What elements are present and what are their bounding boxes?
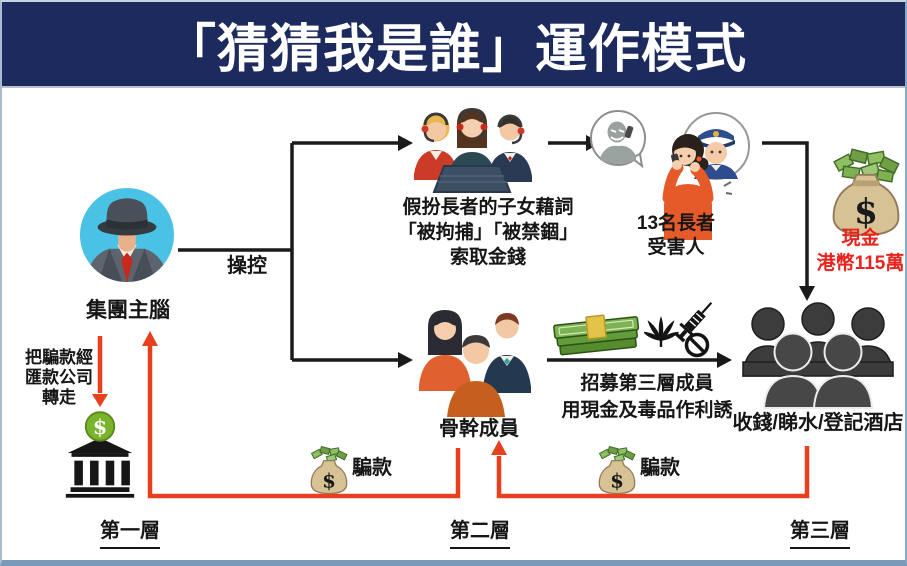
svg-text:$: $ [322, 469, 336, 493]
cash-line1: 現金 [841, 228, 880, 249]
tier3-label: 第三層 [780, 519, 860, 549]
red-return-tier2-to-tier1 [147, 345, 461, 499]
svg-text:$: $ [93, 414, 108, 439]
red-return-tier3-to-tier2 [496, 446, 810, 499]
three-members-icon [407, 297, 542, 417]
recruit-line2: 用現金及毒品作利誘 [561, 400, 733, 421]
red-arrowhead-to-bank [92, 394, 108, 407]
recruit-caption: 招募第三層成員 用現金及毒品作利誘 [544, 370, 750, 424]
recruit-line1: 招募第三層成員 [580, 373, 714, 394]
launder-line2: 匯款公司 [25, 368, 93, 387]
tier3-text: 第三層 [790, 519, 850, 549]
arrowhead-recruit [717, 352, 732, 368]
launder-line1: 把騙款經 [25, 348, 93, 367]
arrowhead-to-crowd [799, 286, 815, 301]
scam-money-bag-mid-icon: $ [594, 446, 640, 494]
elderly-victim-phone-icon [588, 98, 770, 240]
title-bar: 「猜猜我是誰」運作模式 [2, 2, 905, 88]
victims-label: 13名長者 受害人 [614, 212, 738, 260]
tier1-text: 第一層 [100, 519, 160, 549]
crowd-silhouette-icon [735, 300, 900, 410]
edge-victims-to-crowd [762, 141, 809, 287]
cash-line2: 港幣115萬 [816, 253, 905, 274]
drugs-icon [644, 294, 719, 359]
third-tier-role-label: 收錢/睇水/登記酒店 [732, 412, 904, 434]
arrowhead-to-callcenter [398, 135, 413, 151]
bank-icon: $ [62, 410, 138, 498]
launder-line3: 轉走 [42, 388, 76, 407]
scam-money-mid-label: 騙款 [640, 457, 680, 479]
launder-caption: 把騙款經 匯款公司 轉走 [16, 348, 102, 408]
tier1-label: 第一層 [90, 519, 170, 549]
red-arrowhead-to-core-members [491, 440, 507, 455]
victims-line2: 受害人 [647, 237, 705, 258]
money-bag-icon: $ [824, 148, 905, 236]
tier2-label: 第二層 [440, 519, 520, 549]
tier2-text: 第二層 [450, 519, 510, 549]
victims-line1: 13名長者 [636, 213, 716, 234]
arrowhead-to-core-members [398, 352, 413, 368]
core-members-label: 骨幹成員 [439, 418, 519, 440]
svg-text:$: $ [610, 469, 624, 493]
call-center-caption: 假扮長者的子女藉詞 「被拘捕」「被禁錮」 索取金錢 [380, 195, 596, 270]
scam-money-left-label: 騙款 [352, 457, 392, 479]
call-center-operators-icon [400, 98, 545, 200]
mastermind-label: 集團主腦 [86, 299, 170, 322]
cash-amount-label: 現金 港幣115萬 [812, 226, 905, 276]
page-title: 「猜猜我是誰」運作模式 [163, 20, 747, 79]
mobster-avatar-icon [78, 186, 176, 284]
banknotes-stack-icon [547, 308, 647, 363]
cc-caption-line2: 「被拘捕」「被禁錮」 [397, 222, 579, 243]
edge-mastermind-branch [178, 143, 294, 360]
cc-caption-line1: 假扮長者的子女藉詞 [402, 197, 574, 218]
control-edge-label: 操控 [227, 255, 267, 277]
cc-caption-line3: 索取金錢 [449, 247, 526, 268]
red-arrowhead-to-mastermind [142, 331, 158, 346]
svg-text:$: $ [854, 193, 878, 233]
scam-money-bag-left-icon: $ [306, 446, 352, 494]
